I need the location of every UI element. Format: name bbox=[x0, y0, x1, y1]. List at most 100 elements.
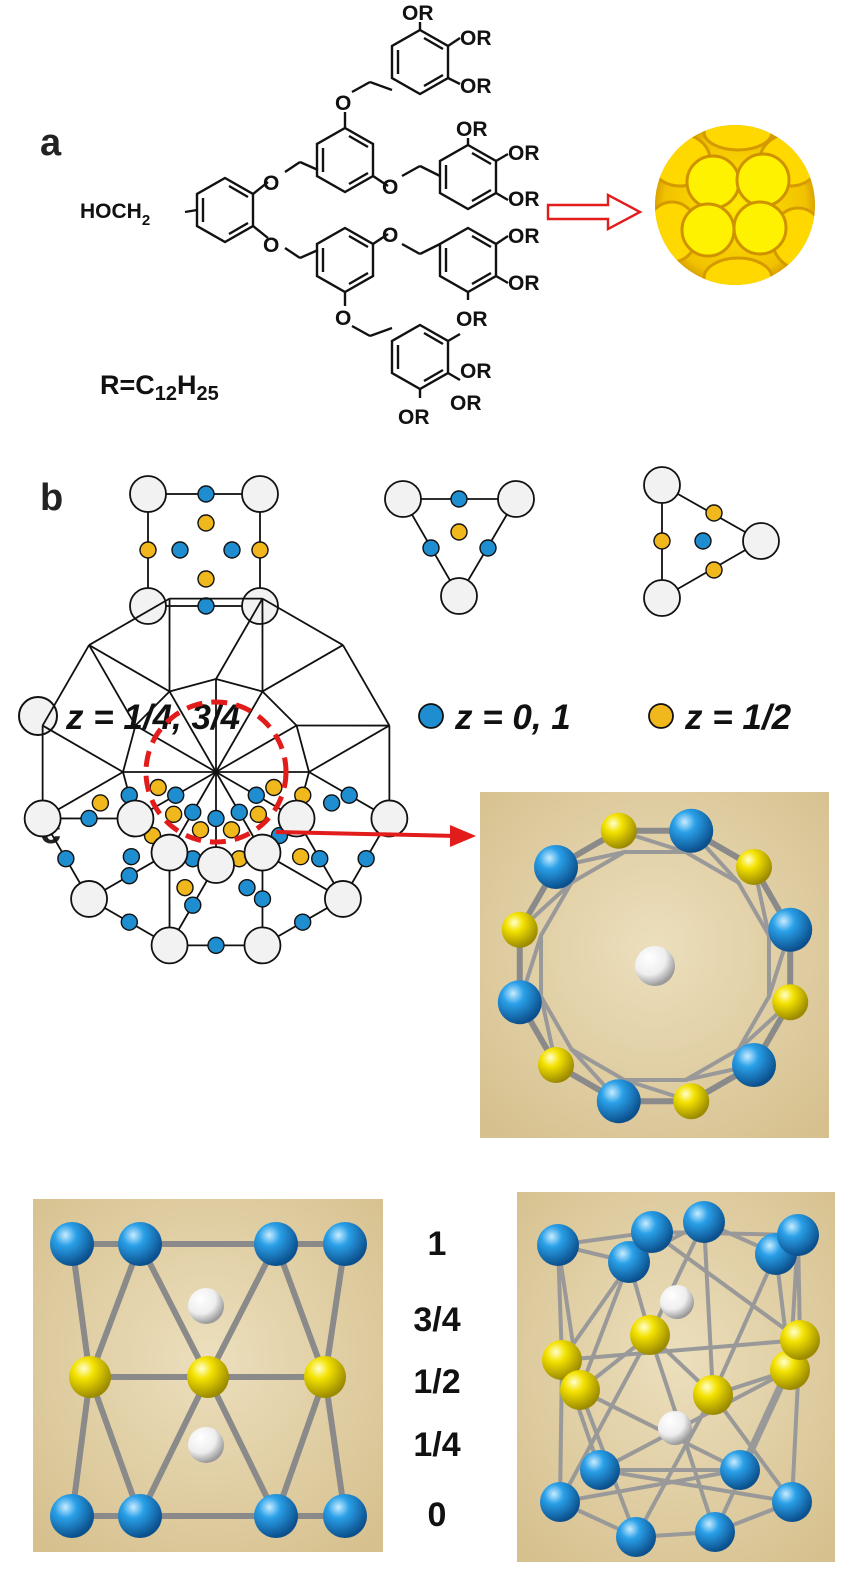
blue-sphere bbox=[580, 1450, 620, 1490]
z-level-label: 1/2 bbox=[413, 1363, 460, 1401]
tiling-edge bbox=[41, 644, 90, 726]
persp-rod bbox=[711, 1393, 794, 1504]
side-rod bbox=[205, 1241, 279, 1380]
blue-sphere bbox=[537, 1224, 579, 1266]
z-level-label: 3/4 bbox=[413, 1301, 460, 1339]
oxygen-label: O bbox=[263, 234, 279, 257]
tiling-site-small bbox=[57, 849, 75, 868]
top-rod-inner bbox=[736, 994, 771, 1052]
blue-sphere bbox=[118, 1222, 162, 1266]
top-rod-inner bbox=[539, 994, 574, 1052]
tiling-site-small bbox=[253, 890, 272, 908]
tiling-site-large bbox=[150, 926, 189, 965]
top-rod-inner bbox=[569, 1047, 627, 1082]
legend-yellow-marker bbox=[648, 703, 674, 729]
side-rod bbox=[137, 1374, 211, 1519]
tiling-edge bbox=[215, 724, 297, 773]
or-substituent: OR bbox=[508, 225, 540, 248]
tiling-edge bbox=[215, 691, 264, 773]
or-substituent: OR bbox=[398, 406, 430, 429]
or-substituent: OR bbox=[450, 392, 482, 415]
tiling-site-large bbox=[243, 926, 282, 965]
top-rod-inner bbox=[683, 1047, 741, 1082]
yellow-sphere bbox=[630, 1315, 670, 1355]
zoom-arrow bbox=[275, 825, 476, 847]
yellow-sphere bbox=[501, 911, 538, 948]
or-substituent: OR bbox=[402, 2, 434, 25]
tiling-site-small bbox=[265, 778, 283, 797]
tiling-edge bbox=[88, 597, 170, 646]
tiling-site-small bbox=[207, 936, 225, 955]
yellow-sphere bbox=[780, 1320, 820, 1360]
highlight-circle-dashed bbox=[143, 699, 289, 845]
persp-rod bbox=[598, 1468, 794, 1504]
triangle-tile-right bbox=[643, 466, 780, 617]
tiling-edge bbox=[295, 725, 310, 773]
or-substituent: OR bbox=[508, 272, 540, 295]
tiling-edge bbox=[42, 724, 124, 773]
blue-sphere bbox=[323, 1222, 367, 1266]
top-rod-inner bbox=[569, 850, 627, 885]
oxygen-label: O bbox=[335, 92, 351, 115]
tiling-site-small bbox=[247, 786, 265, 804]
side-rod bbox=[69, 1374, 93, 1519]
legend-blue-label: z = 0, 1 bbox=[454, 698, 571, 737]
blue-sphere bbox=[731, 1042, 776, 1087]
self-assembly-arrow bbox=[546, 193, 643, 231]
tiling-site-small bbox=[164, 805, 183, 824]
tiling-site-small bbox=[80, 809, 98, 828]
tiling-site-small bbox=[120, 913, 139, 931]
tiling-site-small bbox=[176, 878, 194, 897]
persp-rod bbox=[711, 1252, 778, 1397]
tiling-site-small bbox=[230, 803, 248, 821]
side-rod bbox=[137, 1241, 211, 1380]
yellow-sphere bbox=[772, 984, 809, 1021]
legend-white-marker bbox=[18, 696, 58, 736]
tiling-site-small bbox=[167, 786, 185, 804]
z-level-label: 0 bbox=[428, 1496, 447, 1534]
white-sphere bbox=[188, 1288, 224, 1324]
persp-rod bbox=[578, 1260, 631, 1392]
tiling-site-small bbox=[149, 778, 167, 797]
tiling-site-small bbox=[91, 794, 110, 812]
spherical-micelle bbox=[655, 125, 815, 285]
tiling-site-small bbox=[207, 809, 225, 828]
tiling-site-small bbox=[122, 847, 141, 866]
white-sphere bbox=[188, 1427, 224, 1463]
tiling-site-small bbox=[340, 786, 358, 804]
tiling-site-small bbox=[357, 849, 375, 868]
tiling-edge bbox=[342, 644, 391, 726]
persp-rod bbox=[558, 1468, 742, 1504]
oxygen-label: O bbox=[263, 172, 279, 195]
blue-sphere bbox=[534, 845, 579, 890]
persp-rod bbox=[702, 1220, 715, 1397]
tiling-site-small bbox=[293, 913, 312, 931]
side-rod bbox=[322, 1241, 348, 1380]
tiling-site-small bbox=[311, 850, 329, 868]
r-group-definition: R=C12H25 bbox=[100, 370, 219, 405]
side-rod bbox=[273, 1374, 328, 1519]
tiling-edge bbox=[122, 725, 137, 773]
tiling-site-large bbox=[23, 799, 62, 838]
tiling-site-small bbox=[191, 821, 210, 839]
tiling-edge bbox=[88, 644, 170, 693]
column-perspective-view bbox=[517, 1192, 835, 1562]
top-rod-inner bbox=[539, 880, 574, 938]
blue-sphere bbox=[683, 1201, 725, 1243]
tiling-site-small bbox=[291, 847, 310, 866]
yellow-sphere bbox=[673, 1083, 710, 1120]
tiling-site-large bbox=[324, 880, 362, 918]
blue-sphere bbox=[497, 980, 542, 1025]
tiling-site-large bbox=[116, 799, 155, 838]
or-substituent: OR bbox=[508, 188, 540, 211]
top-rod-inner bbox=[736, 880, 771, 938]
tiling-edge bbox=[135, 724, 217, 773]
blue-sphere bbox=[540, 1482, 580, 1522]
side-rod bbox=[322, 1374, 348, 1519]
white-sphere bbox=[658, 1411, 692, 1445]
tiling-edge bbox=[262, 597, 344, 646]
yellow-sphere bbox=[542, 1340, 582, 1380]
white-sphere bbox=[660, 1285, 694, 1319]
blue-sphere bbox=[254, 1222, 298, 1266]
tiling-edge bbox=[261, 690, 298, 727]
